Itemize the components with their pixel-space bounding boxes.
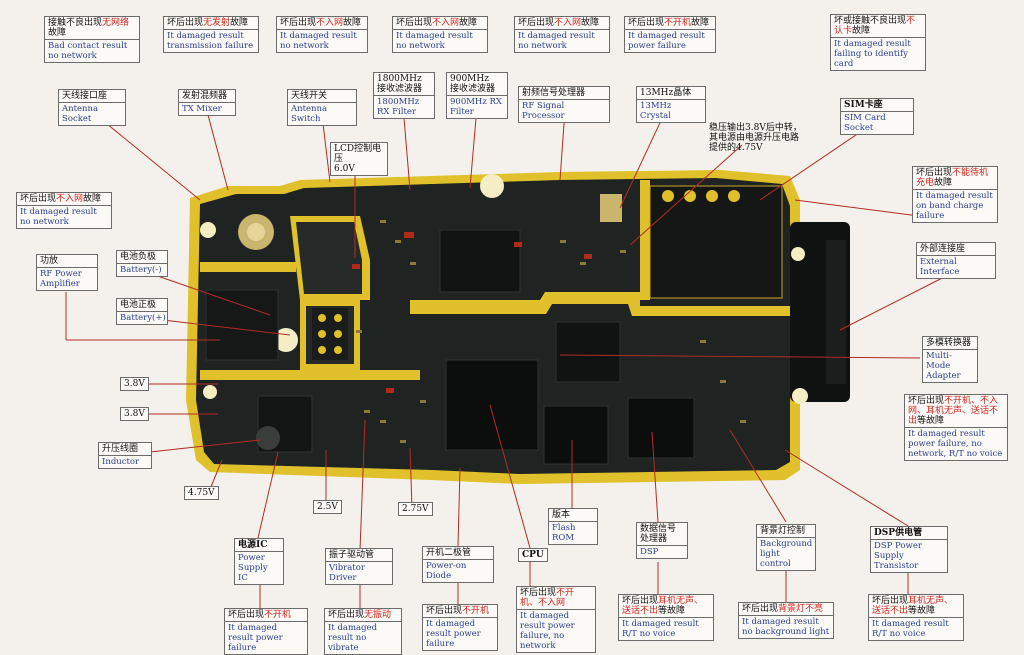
label-inductor: 升压线圈 Inductor [98,442,152,469]
label-rfsp-fault: 坏后出现不入网故障 It damaged result no network [514,16,610,53]
label-mma-fault: 坏后出现不开机、不入网、耳机无声、送话不出等故障 It damaged resu… [904,394,1008,461]
label-sim-fault: 坏或接触不良出现不认卡故障 It damaged result failing … [830,14,926,71]
chip-rfsp [439,229,521,293]
chip-multimode [555,321,621,383]
label-rx1800: 1800MHz 接收滤波器 1800MHz RX Filter [373,72,435,119]
chip-pa [205,289,279,361]
chip-cpu [445,359,539,451]
label-pdiode-fault: 坏后出现不开机 It damaged result power failure [422,604,498,651]
label-cpu-fault: 坏后出现不开机、不入网 It damaged result power fail… [516,586,596,653]
label-pa: 功放 RF Power Amplifier [36,254,98,291]
label-dspt: DSP供电管 DSP Power Supply Transistor [870,526,948,573]
label-boost-note: 稳压输出3.8V后中转，其电源由电源升压电路提供的4.75V [709,123,802,153]
label-psic-fault: 坏后出现不开机 It damaged result power failure [224,608,308,655]
label-pa-fault: 坏后出现不入网故障 It damaged result no network [16,192,112,229]
label-antenna-socket: 天线接口座 Antenna Socket [58,89,126,126]
label-2v5: 2.5V [313,500,342,514]
label-4v75: 4.75V [184,486,219,500]
label-3v8-a: 3.8V [120,377,149,391]
label-vib-fault: 坏后出现无振动 It damaged result no vibrate [324,608,402,655]
label-tx-mixer: 发射混频器 TX Mixer [178,89,236,116]
chip-flash [543,405,609,465]
label-crystal: 13MHz晶体 13MHz Crystal [636,86,706,123]
chip-dsp [627,397,695,459]
label-cpu: CPU [518,548,548,562]
label-lcd: LCD控制电压 6.0V [330,142,388,176]
label-rx-fault: 坏后出现不入网故障 It damaged result no network [392,16,488,53]
label-dsp-fault: 坏后出现耳机无声、送话不出等故障 It damaged result R/T n… [618,594,714,641]
label-2v75: 2.75V [398,502,433,516]
label-bad-contact: 接触不良出现无网络故障 Bad contact result no networ… [44,16,140,63]
label-flash: 版本 Flash ROM [548,508,598,545]
label-mma: 多模转换器 Multi-Mode Adapter [922,336,978,383]
label-rfsp: 射频信号处理器 RF Signal Processor [518,86,610,123]
label-pdiode: 开机二极管 Power-on Diode [422,546,494,583]
label-vib: 振子驱动管 Vibrator Driver [325,548,393,585]
label-bl: 背景灯控制 Background light control [756,524,816,571]
label-3v8-b: 3.8V [120,407,149,421]
label-batt-pos: 电池正极 Battery(+) [116,298,168,325]
label-batt-neg: 电池负极 Battery(-) [116,250,168,277]
label-dspt-fault: 坏后出现耳机无声、送话不出等故障 It damaged result R/T n… [868,594,964,641]
label-antenna-fault: 坏后出现不入网故障 It damaged result no network [276,16,368,53]
label-bl-fault: 坏后出现背景灯不亮 It damaged result no backgroun… [738,602,834,639]
label-rx900: 900MHz 接收滤波器 900MHz RX Filter [446,72,508,119]
label-psic: 电源IC Power Supply IC [234,538,284,585]
label-tx-fault: 坏后出现无发射故障 It damaged result transmission… [163,16,259,53]
label-crystal-fault: 坏后出现不开机故障 It damaged result power failur… [624,16,716,53]
label-ext: 外部连接座 External Interface [916,242,996,279]
label-antenna-switch: 天线开关 Antenna Switch [287,89,357,126]
label-dsp: 数据信号处理器 DSP [636,522,688,559]
label-charge-fault: 坏后出现不能待机充电故障 It damaged result on band c… [912,166,998,223]
label-sim: SIM卡座 SIM Card Socket [840,98,914,135]
